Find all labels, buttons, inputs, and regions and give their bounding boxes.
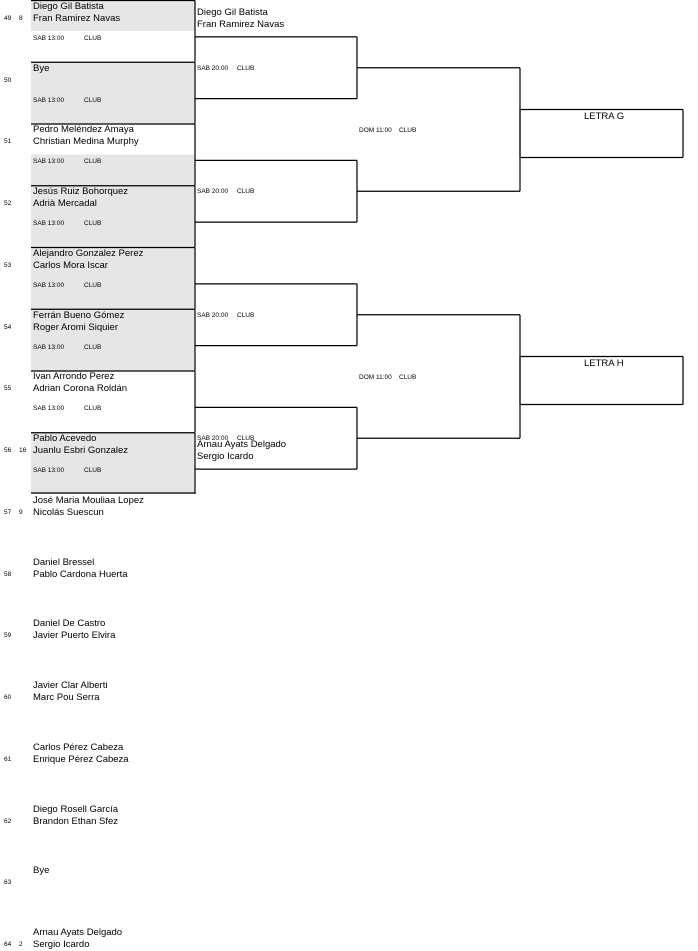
player-name: Christian Medina Murphy xyxy=(33,136,139,148)
draw-position: 51 xyxy=(4,138,12,146)
r1-shade xyxy=(31,432,195,494)
match-time: DOM 11:00 xyxy=(359,126,392,134)
player-name: Pablo Acevedo xyxy=(33,433,97,445)
seed-number: 2 xyxy=(19,941,23,949)
draw-label: LETRA H xyxy=(584,357,624,369)
match-time: SAB 13:00 xyxy=(33,467,65,475)
r1-shade xyxy=(31,154,195,186)
player-name: Marc Pou Serra xyxy=(33,692,100,704)
match-venue: CLUB xyxy=(237,64,255,72)
player-name: Sergio Icardo xyxy=(33,939,90,951)
player-name: Bye xyxy=(33,62,50,74)
player-name: Javier Clar Alberti xyxy=(33,680,108,692)
match-time: SAB 20:00 xyxy=(197,188,229,196)
seed-number: 16 xyxy=(19,447,27,455)
player-name: Jesús Ruiz Bohorquez xyxy=(33,186,129,198)
player-name: Ivan Arrondo Perez xyxy=(33,371,115,383)
draw-position: 54 xyxy=(4,323,12,331)
seed-number: 9 xyxy=(19,508,23,516)
draw-position: 61 xyxy=(4,755,12,763)
r1-shade xyxy=(31,0,195,31)
draw-position: 55 xyxy=(4,385,12,393)
match-time: SAB 20:00 xyxy=(197,435,229,443)
draw-position: 57 xyxy=(4,508,12,516)
match-time: SAB 20:00 xyxy=(197,64,229,72)
match-venue: CLUB xyxy=(399,373,417,381)
draw-position: 63 xyxy=(4,879,12,887)
draw-position: 56 xyxy=(4,447,12,455)
match-time: SAB 13:00 xyxy=(33,158,65,166)
seed-number: 8 xyxy=(19,14,23,22)
player-name: Adrià Mercadal xyxy=(33,198,97,210)
match-time: SAB 13:00 xyxy=(33,34,65,42)
match-time: SAB 13:00 xyxy=(33,343,65,351)
match-venue: CLUB xyxy=(84,34,102,42)
r1-shade xyxy=(31,247,195,309)
match-venue: CLUB xyxy=(237,188,255,196)
match-venue: CLUB xyxy=(237,311,255,319)
player-name: Daniel Bressel xyxy=(33,556,95,568)
match-venue: CLUB xyxy=(237,435,255,443)
draw-position: 50 xyxy=(4,76,12,84)
player-name: Roger Aromi Siquier xyxy=(33,321,119,333)
player-name: Arnau Ayats Delgado xyxy=(197,439,287,451)
match-time: SAB 13:00 xyxy=(33,220,65,228)
player-name: Fran Ramirez Navas xyxy=(197,18,285,30)
draw-position: 59 xyxy=(4,632,12,640)
player-name: Carlos Mora Iscar xyxy=(33,259,108,271)
draw-position: 52 xyxy=(4,200,12,208)
draw-position: 60 xyxy=(4,694,12,702)
player-name: Diego Gil Batista xyxy=(197,6,268,18)
player-name: Enrique Pérez Cabeza xyxy=(33,753,129,765)
match-venue: CLUB xyxy=(84,343,102,351)
player-name: Daniel De Castro xyxy=(33,618,106,630)
match-time: SAB 13:00 xyxy=(33,405,65,413)
player-name: Brandon Ethan Sfez xyxy=(33,815,119,827)
player-name: Sergio Icardo xyxy=(197,451,254,463)
player-name: Arnau Ayats Delgado xyxy=(33,927,123,939)
match-time: SAB 20:00 xyxy=(197,311,229,319)
player-name: Diego Gil Batista xyxy=(33,0,104,12)
player-name: Javier Puerto Elvira xyxy=(33,630,116,642)
match-venue: CLUB xyxy=(84,96,102,104)
player-name: Juanlu Esbri Gonzalez xyxy=(33,445,129,457)
draw-label: LETRA G xyxy=(584,110,625,122)
draw-position: 64 xyxy=(4,941,12,949)
player-name: Nicolás Suescun xyxy=(33,506,104,518)
draw-position: 58 xyxy=(4,570,12,578)
player-name: Ferrán Bueno Gómez xyxy=(33,309,125,321)
draw-position: 49 xyxy=(4,14,12,22)
match-time: DOM 11:00 xyxy=(359,373,392,381)
r1-shade xyxy=(31,308,195,371)
draw-position: 62 xyxy=(4,817,12,825)
player-name: Diego Rosell García xyxy=(33,803,119,815)
match-venue: CLUB xyxy=(84,281,102,289)
match-venue: CLUB xyxy=(84,158,102,166)
player-name: Adrian Corona Roldán xyxy=(33,383,128,395)
match-venue: CLUB xyxy=(399,126,417,134)
match-venue: CLUB xyxy=(84,220,102,228)
player-name: Carlos Pérez Cabeza xyxy=(33,741,124,753)
r1-shade xyxy=(31,185,195,247)
bracket-lines xyxy=(31,0,684,494)
player-name: Alejandro Gonzalez Perez xyxy=(33,247,144,259)
player-name: Bye xyxy=(33,865,50,877)
player-name: Fran Ramirez Navas xyxy=(33,12,121,24)
draw-position: 53 xyxy=(4,261,12,269)
match-venue: CLUB xyxy=(84,405,102,413)
player-name: Pedro Meléndez Amaya xyxy=(33,124,134,136)
match-time: SAB 13:00 xyxy=(33,281,65,289)
r1-shade xyxy=(31,61,195,124)
match-time: SAB 13:00 xyxy=(33,96,65,104)
match-venue: CLUB xyxy=(84,467,102,475)
player-name: José Maria Mouliaa Lopez xyxy=(33,494,144,506)
player-name: Pablo Cardona Huerta xyxy=(33,568,128,580)
